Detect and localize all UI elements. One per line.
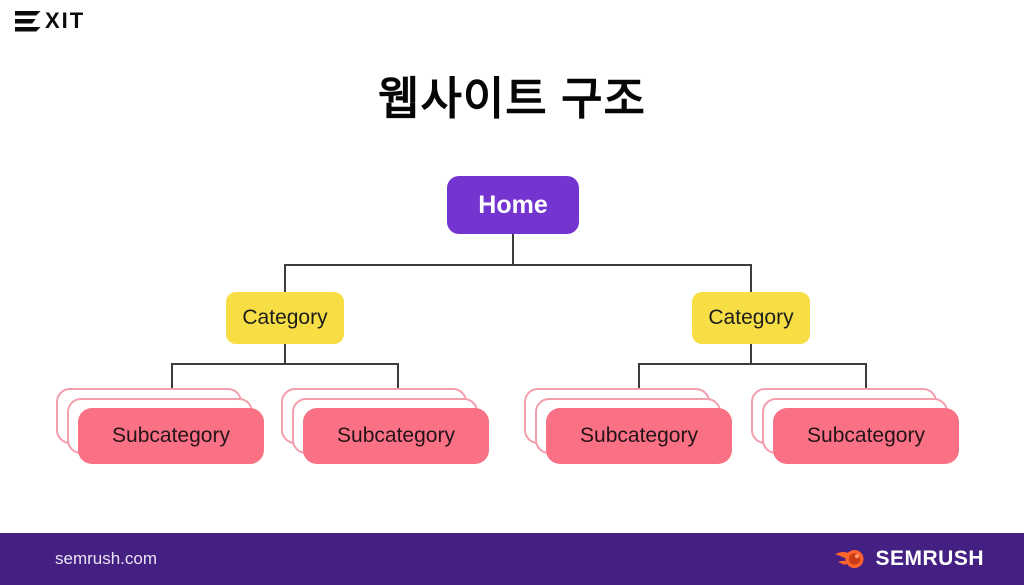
exit-logo: XIT: [15, 9, 85, 33]
node-home: Home: [447, 176, 579, 234]
node-subcategory-stack-1: Subcategory: [56, 388, 264, 464]
node-category-left: Category: [226, 292, 344, 344]
page-title: 웹사이트 구조: [378, 73, 646, 124]
exit-logo-mark: [15, 10, 41, 32]
semrush-flame-icon: [835, 550, 864, 568]
node-subcategory-stack-3: Subcategory: [524, 388, 732, 464]
semrush-logo-text: SEMRUSH: [875, 547, 984, 570]
exit-logo-text: XIT: [45, 8, 86, 33]
node-subcategory-2: Subcategory: [303, 408, 489, 464]
node-subcategory-1: Subcategory: [78, 408, 264, 464]
footer-bar: semrush.com SEMRUSH: [0, 533, 1024, 585]
node-subcategory-stack-4: Subcategory: [751, 388, 959, 464]
node-subcategory-4: Subcategory: [773, 408, 959, 464]
node-subcategory-3: Subcategory: [546, 408, 732, 464]
semrush-logo: SEMRUSH: [833, 545, 984, 573]
node-category-right: Category: [692, 292, 810, 344]
node-subcategory-stack-2: Subcategory: [281, 388, 489, 464]
footer-website: semrush.com: [55, 549, 158, 568]
